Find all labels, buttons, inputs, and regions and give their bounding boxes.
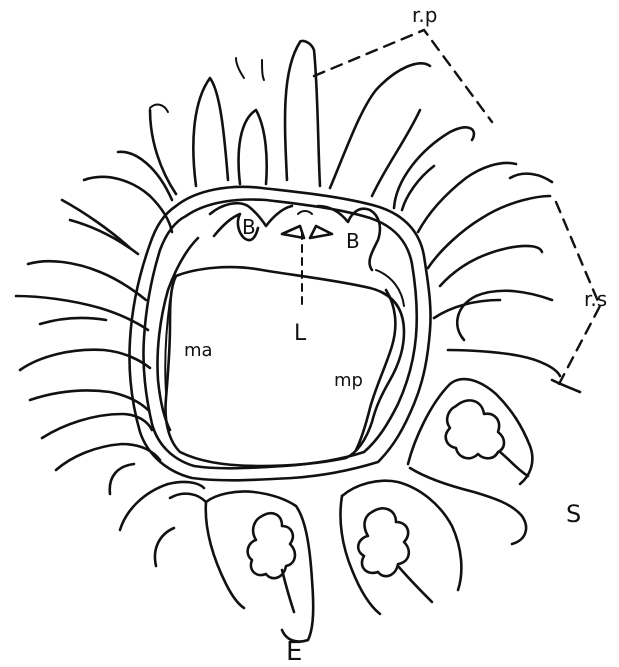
mesentery-ur-3 [394, 127, 474, 208]
body-wall-inner [143, 200, 416, 469]
mesentery-ul-4 [28, 261, 146, 300]
section-e-right-outline [342, 481, 461, 590]
section-e-right-filament [398, 566, 432, 602]
mesentery-ll-6 [120, 482, 204, 530]
section-e-left-filament [282, 570, 294, 612]
mesentery-ul-5 [16, 296, 148, 330]
mesentery-ur-6 [428, 196, 550, 268]
mesentery-ll-7 [155, 528, 174, 566]
section-e-right-gonad [358, 508, 409, 576]
section-s-lower [410, 468, 526, 544]
mesentery-r-1 [440, 246, 542, 286]
mesentery-top-3 [239, 110, 267, 184]
triangle-right [310, 226, 332, 238]
section-e-right-side [340, 496, 380, 614]
label-ma: ma [184, 340, 213, 361]
mesentery-r-5 [552, 380, 580, 392]
mesentery-ul-6 [40, 318, 106, 324]
mesentery-ur-1 [330, 63, 430, 188]
section-s-outline [408, 379, 532, 484]
mesentery-ma-curve [157, 238, 198, 430]
section-e-left-gonad [248, 513, 295, 578]
siphonoglyph-notch [298, 211, 312, 214]
mesentery-ur-2 [372, 110, 420, 196]
section-s [408, 379, 532, 544]
bracket-rp [314, 30, 492, 122]
label-rs: r.s [584, 287, 607, 311]
section-s-filament [500, 452, 528, 476]
pharynx-outline [166, 267, 404, 466]
label-b-right: B [346, 229, 360, 253]
mesentery-top-6 [262, 60, 264, 80]
mesentery-ur-5 [418, 163, 516, 232]
mesentery-top-5 [236, 58, 244, 78]
section-e [170, 481, 461, 642]
label-b-left: B [242, 215, 256, 239]
mesentery-top-2 [285, 41, 320, 186]
mesentery-r-3 [457, 291, 552, 340]
section-e-left-outline [206, 491, 313, 641]
bracket-rp-line [314, 30, 492, 122]
mesentery-ll-2 [30, 390, 148, 410]
label-e: E [286, 637, 302, 667]
label-l: L [294, 321, 307, 346]
mesentery-ul-3 [70, 220, 138, 254]
body-wall-outer [129, 187, 430, 481]
mesentery-top-1 [193, 78, 228, 186]
mesentery-ll-5 [110, 464, 134, 494]
triangle-left [282, 226, 304, 238]
section-e-left-lobe [170, 494, 206, 502]
label-mp: mp [334, 370, 363, 391]
outer-mesenteries [16, 41, 580, 566]
mesentery-r-4 [448, 350, 560, 376]
mesentery-ll-4 [56, 444, 160, 470]
label-rp: r.p [412, 3, 437, 27]
label-s: S [566, 500, 581, 528]
body-wall [129, 187, 430, 481]
mesentery-top-4 [150, 105, 168, 112]
section-e-left-side [206, 502, 244, 608]
section-s-gonad [446, 400, 504, 458]
mesentery-ur-7 [510, 174, 552, 182]
